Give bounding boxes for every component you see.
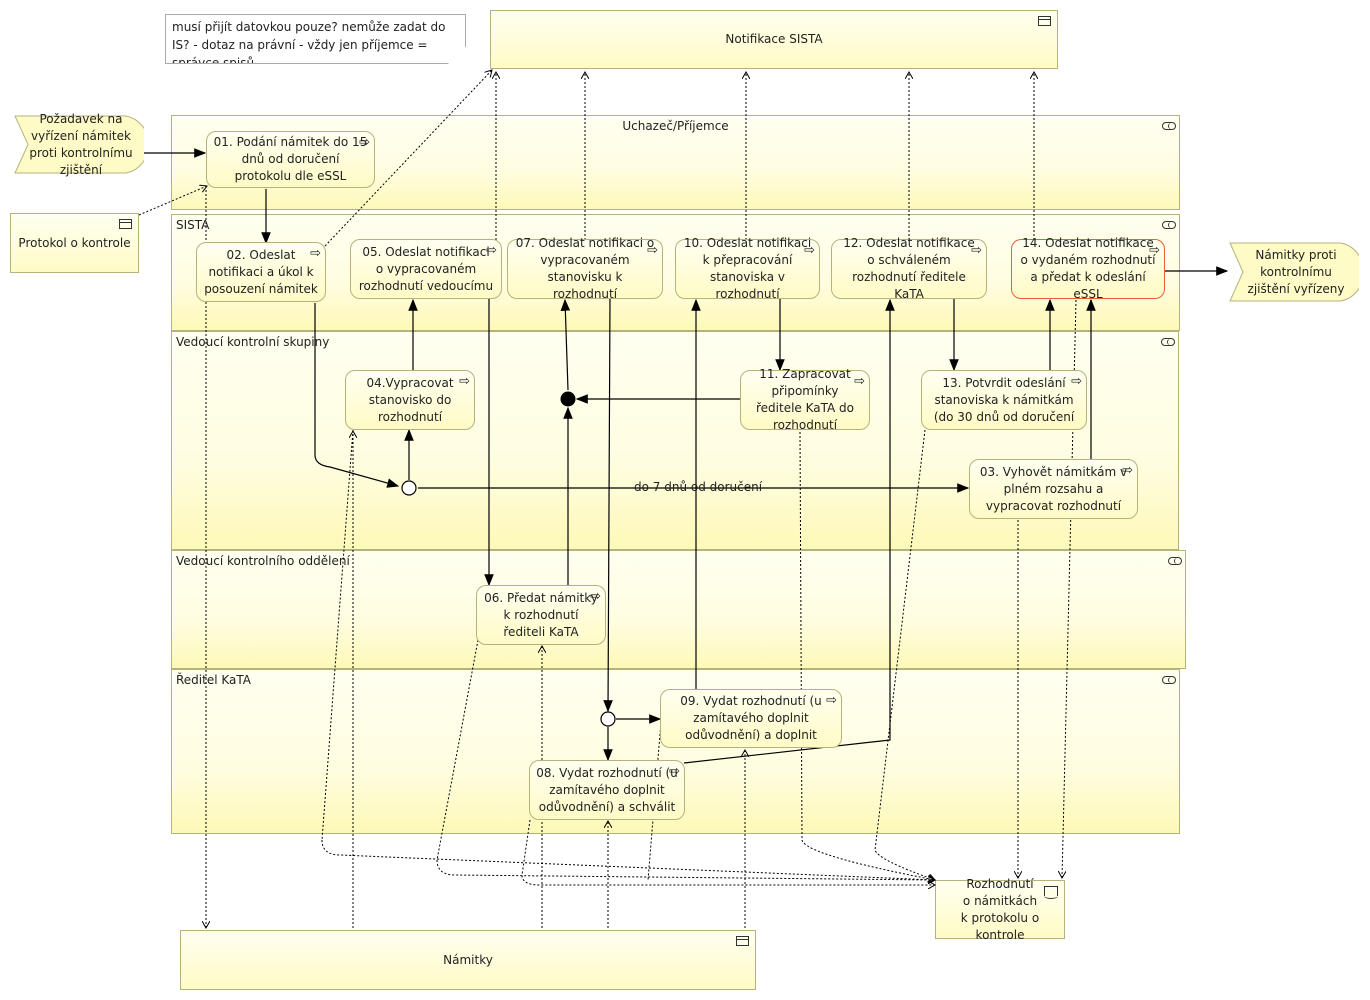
task-12[interactable]: 12. Odeslat notifikace o schváleném rozh…	[831, 236, 987, 301]
arrow-right-outline-icon: ⇨	[590, 589, 601, 604]
document-label-line3: k protokolu o kontrole	[960, 910, 1040, 942]
task-label: 05. Odeslat notifikaci o vypracovaném ro…	[358, 244, 494, 293]
task-05[interactable]: 05. Odeslat notifikaci o vypracovaném ro…	[350, 239, 502, 299]
arrow-right-outline-icon: ⇨	[647, 243, 658, 258]
task-03[interactable]: 03. Vyhovět námitkám v plném rozsahu a v…	[969, 459, 1138, 519]
lane-label: SISTA	[176, 218, 210, 232]
task-14[interactable]: 14. Odeslat notifikace o vydaném rozhodn…	[1011, 236, 1165, 301]
lane-label: Vedoucí kontrolního oddělení	[176, 554, 350, 568]
task-label: 06. Předat námitky k rozhodnutí řediteli…	[484, 590, 598, 639]
arrow-right-outline-icon: ⇨	[804, 243, 815, 258]
arrow-right-outline-icon: ⇨	[826, 693, 837, 708]
business-object-icon	[119, 219, 132, 229]
arrow-right-outline-icon: ⇨	[1149, 243, 1160, 258]
task-label: 07. Odeslat notifikaci o vypracovaném st…	[515, 236, 655, 301]
document-label-line1: Rozhodnutí	[966, 876, 1034, 891]
sequence-flows	[144, 148, 1229, 764]
lane-label: Vedoucí kontrolní skupiny	[176, 335, 330, 349]
task-10[interactable]: 10. Odeslat notifikaci k přepracování st…	[675, 236, 820, 301]
task-label: 04.Vypracovat stanovisko do rozhodnutí	[366, 375, 454, 424]
document-rozhodnuti[interactable]: Rozhodnutí o námitkách k protokolu o kon…	[935, 877, 1065, 942]
object-label: Notifikace SISTA	[725, 32, 823, 46]
task-label: 14. Odeslat notifikace o vydaném rozhodn…	[1020, 236, 1156, 301]
task-02[interactable]: 02. Odeslat notifikaci a úkol k posouzen…	[196, 242, 326, 302]
task-07[interactable]: 07. Odeslat notifikaci o vypracovaném st…	[507, 236, 663, 301]
start-event[interactable]: Požadavek na vyřízení námitek proti kont…	[14, 111, 144, 177]
flow-label-seven-days: do 7 dnů od doručení	[634, 480, 763, 494]
object-namitky[interactable]: Námitky	[180, 930, 756, 990]
object-notifikace-sista[interactable]: Notifikace SISTA	[490, 10, 1058, 69]
arrow-right-outline-icon: ⇨	[1122, 463, 1133, 478]
lane-cylinder-icon	[1162, 676, 1176, 684]
object-label: Námitky	[443, 952, 493, 967]
object-label: Protokol o kontrole	[18, 235, 131, 250]
task-06[interactable]: 06. Předat námitky k rozhodnutí řediteli…	[476, 585, 606, 645]
gateway-circle	[600, 711, 616, 727]
task-01[interactable]: 01. Podání námitek do 15 dnů od doručení…	[206, 131, 375, 188]
task-08[interactable]: 08. Vydat rozhodnutí (u zamítavého dopln…	[529, 760, 685, 820]
task-04[interactable]: 04.Vypracovat stanovisko do rozhodnutí ⇨	[345, 370, 475, 430]
task-label: 01. Podání námitek do 15 dnů od doručení…	[213, 135, 368, 183]
task-13[interactable]: 13. Potvrdit odeslání stanoviska k námit…	[921, 370, 1087, 430]
annotation-note[interactable]: musí přijít datovkou pouze? nemůže zadat…	[165, 14, 466, 64]
end-event[interactable]: Námitky proti kontrolnímu zjištění vyříz…	[1229, 242, 1359, 302]
object-protokol-o-kontrole[interactable]: Protokol o kontrole	[10, 213, 139, 273]
task-label: 08. Vydat rozhodnutí (u zamítavého dopln…	[536, 765, 678, 814]
event-shape	[14, 115, 144, 174]
arrow-right-outline-icon: ⇨	[1071, 374, 1082, 389]
task-label: 11. Zapracovat připomínky ředitele KaTA …	[755, 367, 854, 432]
association-flows	[138, 70, 1077, 928]
note-text: musí přijít datovkou pouze? nemůže zadat…	[172, 20, 446, 64]
flow-join-to-07	[560, 298, 571, 391]
task-label: 02. Odeslat notifikaci a úkol k posouzen…	[204, 247, 318, 296]
document-icon	[1044, 886, 1058, 899]
arrow-right-outline-icon: ⇨	[486, 243, 497, 258]
arrow-right-outline-icon: ⇨	[359, 135, 370, 150]
arrow-right-outline-icon: ⇨	[854, 374, 865, 389]
lane-vedouci-kontrolniho-oddeleni[interactable]: Vedoucí kontrolního oddělení	[171, 550, 1186, 669]
lane-cylinder-icon	[1162, 122, 1176, 130]
task-label: 03. Vyhovět námitkám v plném rozsahu a v…	[979, 464, 1128, 513]
lane-cylinder-icon	[1168, 557, 1182, 565]
lane-label: Uchazeč/Příjemce	[622, 119, 729, 133]
task-label: 09. Vydat rozhodnutí (u zamítavého dopln…	[680, 694, 822, 742]
task-11[interactable]: 11. Zapracovat připomínky ředitele KaTA …	[740, 367, 870, 432]
task-label: 10. Odeslat notifikaci k přepracování st…	[683, 236, 812, 301]
arrow-right-outline-icon: ⇨	[310, 246, 321, 261]
arrow-right-outline-icon: ⇨	[459, 374, 470, 389]
join-gateway-filled	[560, 391, 576, 407]
task-label: 13. Potvrdit odeslání stanoviska k námit…	[933, 375, 1075, 424]
arrow-right-outline-icon: ⇨	[669, 764, 680, 779]
gateway-circle	[401, 480, 417, 496]
start-event-label: Požadavek na vyřízení námitek proti kont…	[29, 111, 133, 177]
business-object-icon	[736, 936, 749, 946]
task-09[interactable]: 09. Vydat rozhodnutí (u zamítavého dopln…	[660, 689, 842, 748]
arrow-right-outline-icon: ⇨	[971, 243, 982, 258]
document-label-line2: o námitkách	[962, 893, 1038, 908]
event-shape	[1229, 242, 1359, 302]
lane-cylinder-icon	[1162, 221, 1176, 229]
lane-cylinder-icon	[1161, 338, 1175, 346]
end-event-label: Námitky proti kontrolnímu zjištění vyříz…	[1247, 247, 1345, 296]
task-label: 12. Odeslat notifikace o schváleném rozh…	[843, 236, 975, 301]
flow-08-to-12	[683, 298, 895, 764]
flow-02-to-gateway	[314, 303, 400, 488]
flow-07-to-gateway2	[603, 297, 613, 713]
business-object-icon	[1038, 16, 1051, 26]
lane-label: Ředitel KaTA	[176, 673, 251, 687]
